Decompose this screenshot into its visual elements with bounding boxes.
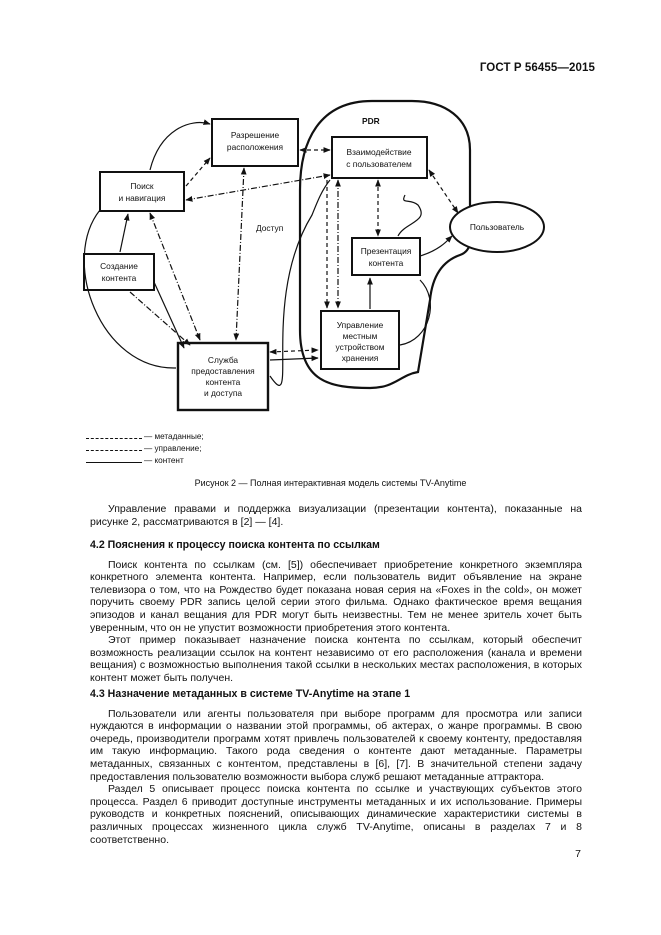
figure-caption: Рисунок 2 — Полная интерактивная модель … <box>194 478 467 488</box>
storage-line-3: устройством <box>336 342 385 352</box>
local-storage-box: Управление местным устройством хранения <box>320 310 400 370</box>
section-4-3-paragraph-1: Пользователи или агенты пользователя при… <box>90 707 582 783</box>
interaction-line-1: Взаимодействие <box>346 147 411 157</box>
standard-number: ГОСТ Р 56455—2015 <box>479 62 595 74</box>
rights-line-1: Разрешение <box>231 130 280 140</box>
legend-content-label: — контент <box>144 456 184 465</box>
legend-control-line <box>86 450 142 451</box>
legend-metadata-label: — метаданные; <box>144 432 204 441</box>
pdr-label: PDR <box>362 116 380 126</box>
section-4-3-title: 4.3 Назначение метаданных в системе TV-A… <box>90 688 411 700</box>
presentation-line-1: Презентация <box>361 246 412 256</box>
service-line-2: предоставления <box>191 366 254 376</box>
search-navigation-box: Поиск и навигация <box>99 171 185 212</box>
section-4-2-title: 4.2 Пояснения к процессу поиска контента… <box>90 539 380 551</box>
creation-line-1: Создание <box>100 261 138 271</box>
section-4-3-paragraph-2: Раздел 5 описывает процесс поиска контен… <box>90 783 582 846</box>
search-line-1: Поиск <box>130 181 154 191</box>
legend-control-label: — управление; <box>144 444 202 453</box>
tv-anytime-interactive-model-diagram: PDR Разрешение расположения Поиск и нави… <box>83 99 545 412</box>
storage-line-1: Управление <box>337 320 384 330</box>
rights-box: Разрешение расположения <box>211 118 299 167</box>
storage-line-2: местным <box>343 331 378 341</box>
diagram-connections <box>83 119 459 386</box>
section-4-2-paragraph-1: Поиск контента по ссылкам (см. [5]) обес… <box>90 558 582 634</box>
pdr-boundary <box>298 99 473 390</box>
section-4-2: 4.2 Пояснения к процессу поиска контента… <box>90 539 582 685</box>
presentation-line-2: контента <box>369 258 404 268</box>
legend-content-line <box>86 462 142 463</box>
content-creation-box: Создание контента <box>83 253 155 291</box>
storage-line-4: хранения <box>342 353 379 363</box>
search-line-2: и навигация <box>119 193 166 203</box>
user-interaction-box: Взаимодействие с пользователем <box>331 136 428 179</box>
page-number: 7 <box>575 848 581 860</box>
rights-line-2: расположения <box>227 142 283 152</box>
interaction-line-2: с пользователем <box>346 159 412 169</box>
section-4-2-paragraph-2: Этот пример показывает назначение поиска… <box>90 634 582 684</box>
content-presentation-box: Презентация контента <box>351 237 421 276</box>
access-label: Доступ <box>256 223 283 233</box>
creation-line-2: контента <box>102 273 137 283</box>
service-provider-box: Служба предоставления контента и доступа <box>176 341 270 412</box>
intro-paragraph: Управление правами и поддержка визуализа… <box>90 503 582 528</box>
section-4-3: 4.3 Назначение метаданных в системе TV-A… <box>90 688 582 846</box>
service-line-4: и доступа <box>204 388 242 398</box>
user-label: Пользователь <box>470 222 525 232</box>
intro-block: Управление правами и поддержка визуализа… <box>90 503 582 528</box>
legend-metadata-line <box>86 438 142 439</box>
service-line-3: контента <box>206 377 241 387</box>
user-node: Пользователь <box>449 201 545 253</box>
service-line-1: Служба <box>208 355 239 365</box>
